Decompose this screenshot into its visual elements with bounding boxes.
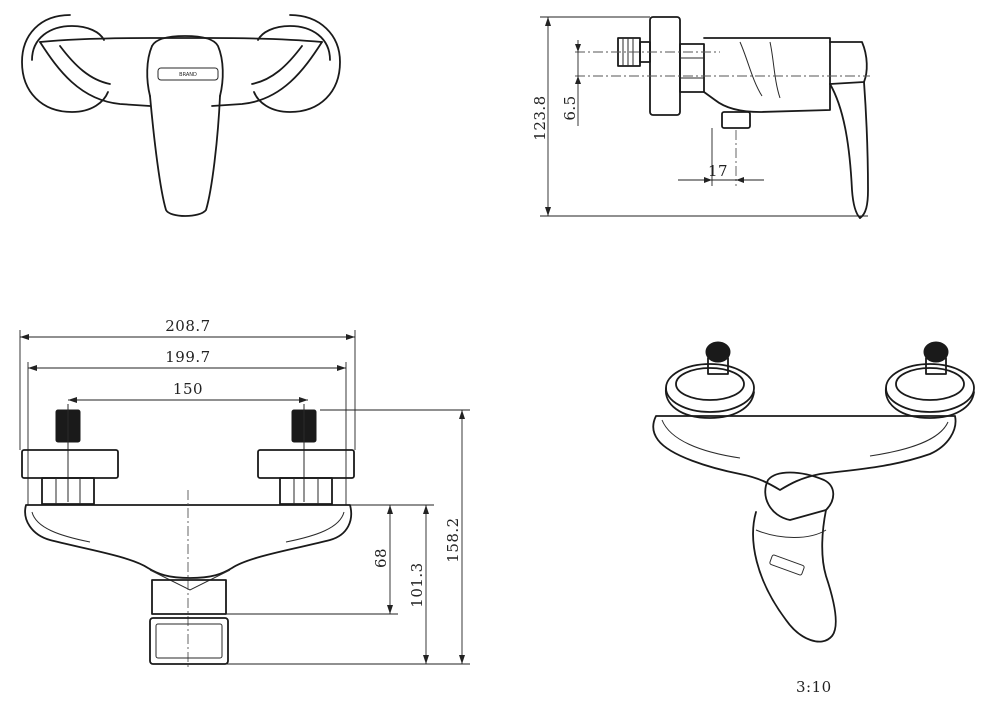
dim-inlet-spacing: 150 xyxy=(173,380,203,398)
perspective-view: 3:10 xyxy=(652,341,975,696)
brand-logo: BRAND xyxy=(179,72,197,78)
dim-width-outer: 199.7 xyxy=(165,348,210,366)
scale-label: 3:10 xyxy=(796,678,832,696)
dim-outlet-offset: 17 xyxy=(708,162,728,180)
dim-width-overall: 208.7 xyxy=(165,317,210,335)
side-view: 123.8 6.5 17 xyxy=(531,16,870,219)
front-view: 208.7 199.7 150 xyxy=(19,317,470,668)
dim-height-total: 158.2 xyxy=(444,517,462,562)
top-view: BRAND xyxy=(21,14,341,217)
dim-height-overall: 123.8 xyxy=(531,95,549,140)
dim-offset-small: 6.5 xyxy=(561,95,579,120)
dim-height-body: 68 xyxy=(372,548,390,568)
dim-height-mid: 101.3 xyxy=(408,562,426,607)
